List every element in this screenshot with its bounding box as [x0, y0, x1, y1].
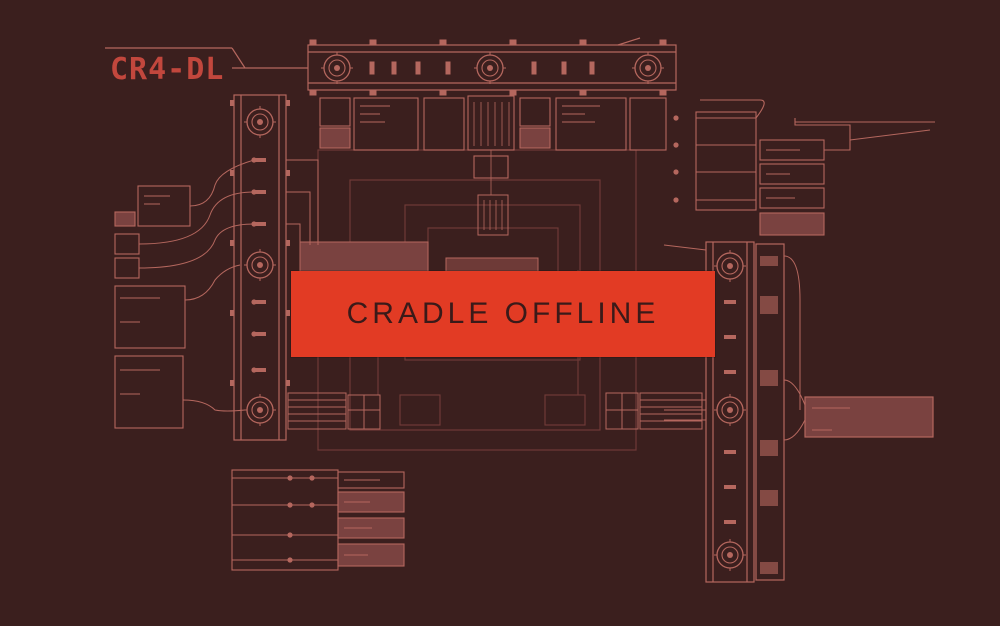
- bottom-left-block: [287, 392, 381, 430]
- bottom-right-block: [605, 392, 703, 430]
- right-info-box: [804, 396, 934, 438]
- right-rail-studs: [724, 256, 778, 574]
- top-panels: [319, 95, 667, 179]
- device-id-label: CR4-DL: [110, 52, 225, 87]
- left-wires: [138, 159, 319, 412]
- left-panels: [114, 185, 191, 429]
- bottom-left-stack: [231, 469, 405, 571]
- left-rail: [233, 94, 287, 441]
- top-rail: [105, 37, 677, 91]
- bottom-left-nodes: [287, 475, 315, 563]
- top-panel-vents: [473, 102, 510, 195]
- right-rail-wires: [663, 244, 806, 441]
- top-rail-studs: [309, 39, 667, 96]
- status-message: CRADLE OFFLINE: [346, 297, 660, 330]
- core-chip: [299, 194, 539, 275]
- panel-text-marks: [120, 105, 800, 556]
- left-rail-gears: [243, 105, 277, 427]
- right-upper-nodes: [673, 115, 679, 203]
- left-rail-studs: [230, 100, 290, 386]
- status-banner: CRADLE OFFLINE: [291, 271, 715, 357]
- right-upper-panels: [695, 99, 935, 236]
